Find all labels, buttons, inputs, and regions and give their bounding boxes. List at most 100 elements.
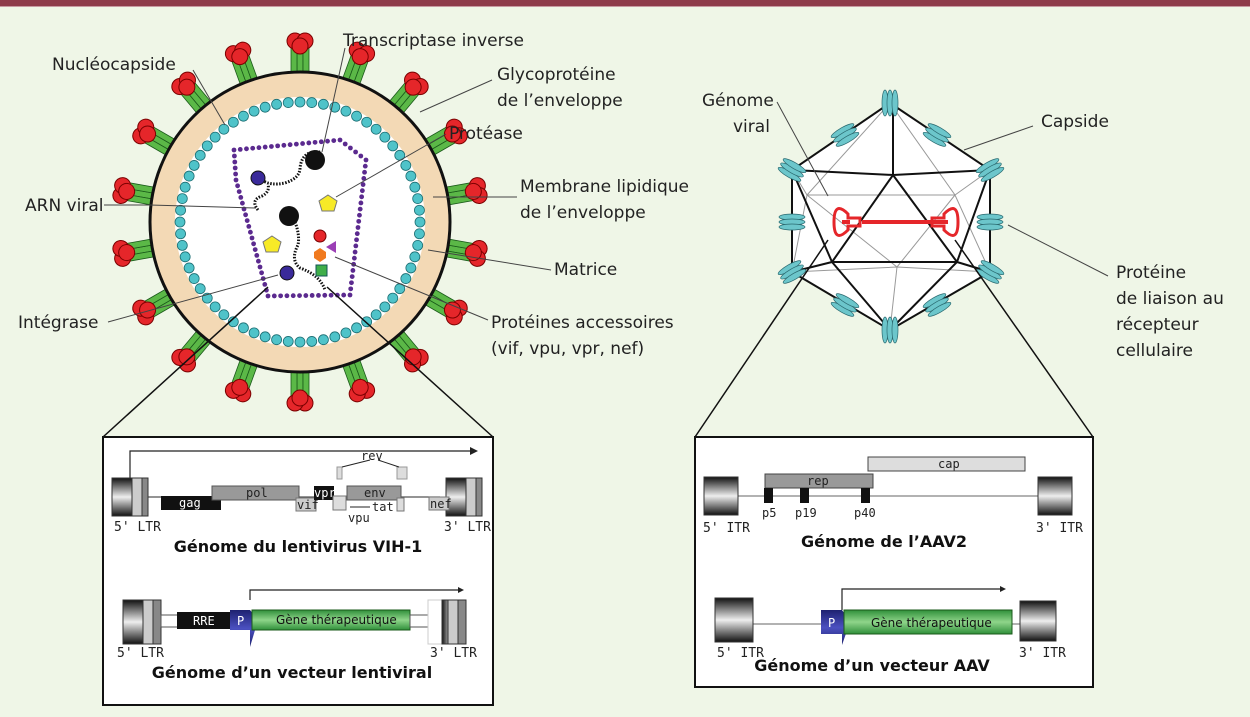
therapeutic-gene-label: Gène thérapeutique	[276, 613, 397, 627]
nucleocapsid-bead	[400, 273, 412, 284]
nucleocapsid-bead	[238, 322, 249, 334]
matrix-bead	[309, 293, 315, 298]
gene-vpr	[314, 486, 334, 500]
matrix-beads	[231, 137, 369, 299]
nucleocapsid-bead	[294, 336, 306, 348]
matrix-bead	[331, 138, 337, 143]
promoter-label: P	[237, 614, 244, 628]
label-accessory-line1: Protéines accessoires	[491, 313, 674, 333]
nucleocapsid-bead	[387, 292, 399, 304]
matrix-bead	[248, 229, 253, 235]
nucleocapsid-bead	[318, 334, 329, 346]
matrix-bead	[353, 149, 358, 155]
matrix-bead	[358, 153, 364, 159]
promoter-p19	[800, 488, 809, 503]
matrix-bead	[303, 293, 309, 298]
matrix-bead	[362, 163, 368, 169]
matrix-bead	[328, 292, 334, 298]
nucleocapsid-bead	[405, 262, 417, 274]
matrix-bead	[350, 268, 356, 273]
nucleocapsid-bead	[179, 251, 191, 263]
nucleocapsid-bead	[271, 98, 282, 110]
label-membrane-line2: de l’enveloppe	[520, 203, 646, 223]
nucleocapsid-bead	[294, 96, 306, 108]
nucleocapsid-bead	[194, 283, 206, 295]
gene-vif	[295, 497, 317, 512]
matrix-bead	[281, 142, 287, 148]
integrase	[250, 170, 266, 186]
reverse-transcriptase	[305, 150, 325, 170]
matrix-bead	[357, 206, 363, 212]
aav-therapeutic-gene	[843, 609, 1013, 635]
nucleocapsid-bead	[188, 160, 200, 171]
nucleocapsid-bead	[174, 216, 186, 228]
nucleocapsid-bead	[218, 123, 230, 135]
aav-vector-map: P Gène thérapeutique 5' ITR 3' ITR Génom…	[714, 586, 1066, 675]
matrix-bead	[359, 188, 365, 194]
accessory-protein-vpr	[314, 248, 326, 262]
nucleocapsid-bead	[414, 228, 425, 240]
viral-rna-strand	[261, 150, 321, 186]
matrix-bead	[250, 145, 256, 151]
matrix-bead	[363, 157, 369, 163]
label-glycoprotein-line1: Glycoprotéine	[497, 65, 616, 85]
aav-5-itr-label: 5' ITR	[703, 521, 750, 536]
aav-vector-5-itr-label: 5' ITR	[717, 646, 764, 661]
gene-rev-label: rev	[361, 449, 383, 463]
matrix-bead	[269, 144, 274, 149]
gene-pol-label: pol	[246, 486, 268, 500]
nucleocapsid-bead	[183, 262, 195, 274]
hiv-5-ltr	[111, 477, 133, 517]
nucleocapsid-bead	[218, 309, 230, 321]
nucleocapsid-bead	[412, 193, 424, 204]
matrix-bead	[360, 182, 366, 187]
matrix-bead	[300, 141, 305, 146]
label-receptor-line1: Protéine	[1116, 263, 1186, 283]
nucleocapsid-bead	[271, 334, 282, 346]
gene-cap	[867, 456, 1026, 472]
matrix-bead	[232, 153, 237, 159]
matrix-bead	[259, 270, 264, 276]
matrix-bead	[233, 171, 239, 177]
matrix-bead	[256, 145, 262, 151]
aav-capsid: Génome viral Capside Protéine de liaison…	[694, 89, 1224, 438]
matrix-bead	[306, 140, 312, 146]
matrix-bead	[318, 139, 324, 145]
reverse-transcriptase	[279, 206, 299, 226]
matrix-bead	[356, 218, 362, 224]
matrix-bead	[252, 247, 258, 253]
matrix-bead	[312, 139, 318, 145]
nucleocapsid-bead	[248, 327, 260, 339]
matrix-bead	[354, 231, 360, 237]
nucleocapsid-bead	[361, 116, 373, 128]
nucleocapsid-bead	[414, 216, 426, 228]
receptor-binding-protein	[881, 89, 899, 117]
nucleocapsid-bead	[176, 240, 188, 251]
aav-genome-panel: cap rep p5 p19 p40 5' ITR 3' ITR Génome …	[694, 436, 1094, 688]
matrix-bead	[325, 138, 330, 144]
matrix-bead	[262, 144, 268, 150]
nucleocapsid-bead	[409, 251, 421, 263]
aav-therapeutic-gene-label: Gène thérapeutique	[871, 616, 992, 630]
matrix-bead	[297, 293, 302, 299]
vector-3-ltr	[441, 599, 449, 645]
nucleocapsid-bead	[259, 101, 271, 113]
gene-tat-label: tat	[372, 500, 394, 514]
nucleocapsid-bead	[259, 331, 271, 343]
nucleocapsid-bead	[351, 322, 362, 334]
aav-vector-title: Génome d’un vecteur AAV	[754, 656, 990, 675]
nucleocapsid-bead	[175, 228, 186, 240]
matrix-bead	[284, 293, 290, 299]
promoter-p	[230, 610, 258, 647]
nucleocapsid-bead	[400, 160, 412, 171]
label-capside: Capside	[1041, 112, 1109, 132]
receptor-binding-protein	[976, 213, 1004, 231]
nucleocapsid-bead	[306, 97, 318, 108]
nucleocapsid-bead	[340, 327, 352, 339]
matrix-bead	[341, 292, 347, 298]
matrix-bead	[355, 225, 361, 230]
hiv-3-ltr-label: 3' LTR	[444, 520, 491, 535]
lentiviral-vector-map: RRE P Gène thérapeutique 5' LTR 3' LTR G…	[117, 587, 477, 682]
matrix-bead	[249, 235, 255, 241]
label-receptor-line3: récepteur	[1116, 315, 1199, 335]
